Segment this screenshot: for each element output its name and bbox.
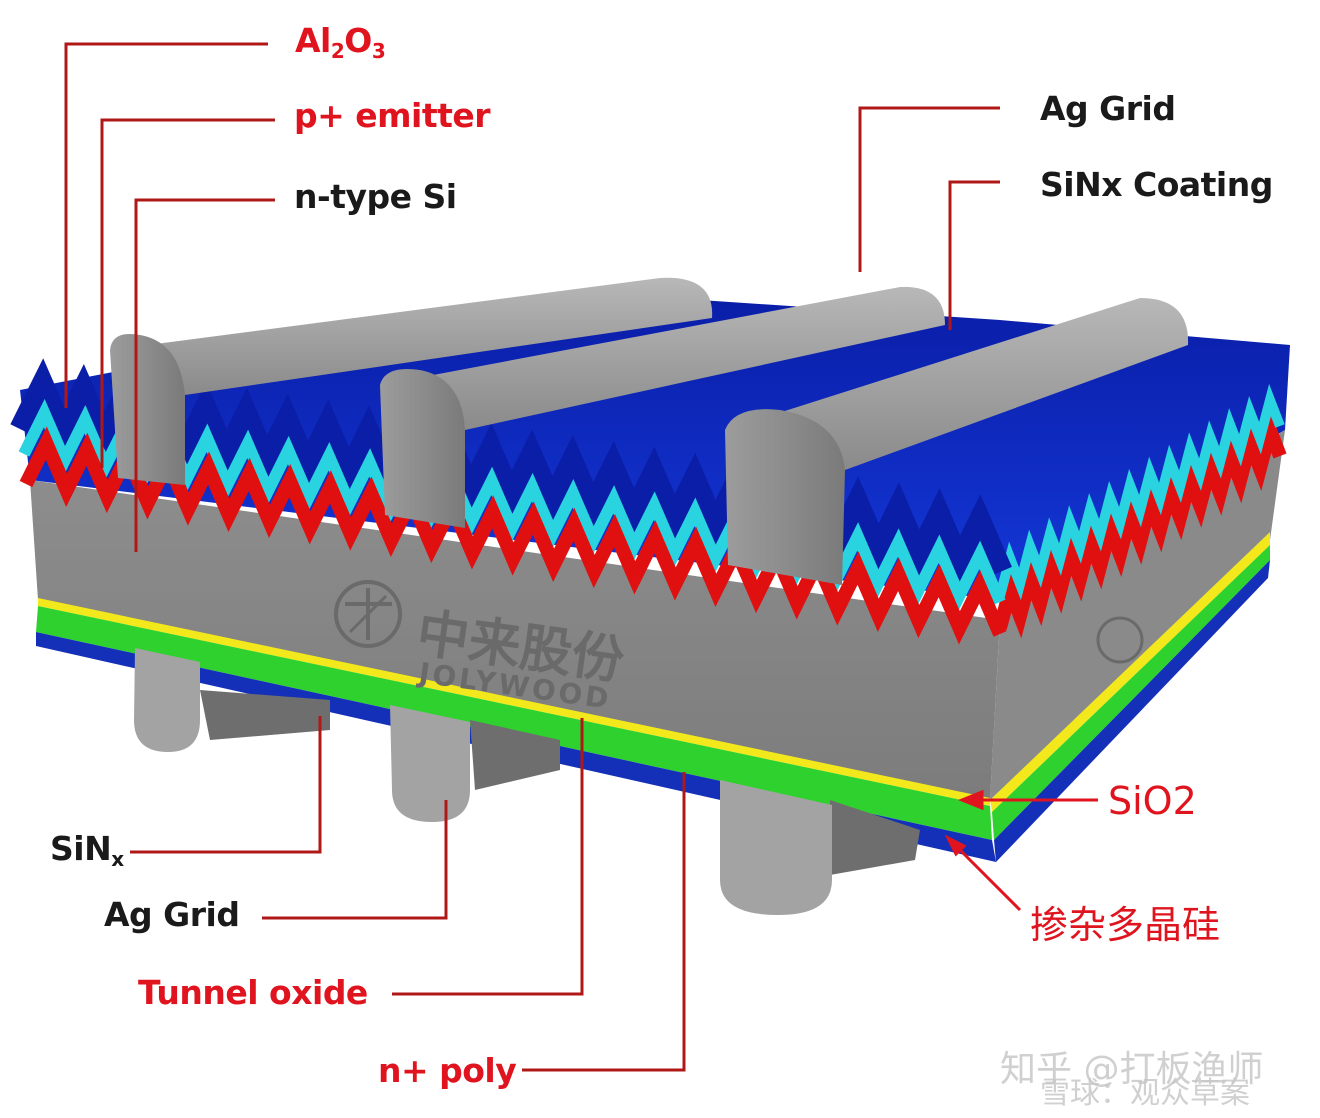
watermark-line1: 知乎 @打板渔师 — [1000, 1049, 1264, 1090]
annotation-arrows — [944, 789, 1098, 912]
label-ag-grid-top: Ag Grid — [1040, 89, 1176, 128]
front-ag-grid — [110, 277, 1189, 585]
sinx-bottom-sub: x — [111, 847, 124, 871]
label-doped-poly: 掺杂多晶硅 — [1030, 903, 1221, 947]
label-n-poly: n+ poly — [378, 1051, 517, 1090]
leader-lines — [64, 42, 1000, 1072]
al2o3-sub-3: 3 — [371, 39, 386, 63]
al2o3-text-al: Al — [295, 21, 331, 60]
rear-ag-grid — [134, 648, 920, 915]
label-ag-grid-bottom: Ag Grid — [104, 895, 240, 934]
label-sinx-coating: SiNx Coating — [1040, 165, 1273, 204]
label-sio2: SiO2 — [1108, 779, 1197, 823]
sinx-bottom-text: SiN — [50, 829, 112, 868]
label-tunnel-oxide: Tunnel oxide — [138, 973, 368, 1012]
label-n-type-si: n-type Si — [294, 177, 457, 216]
p-emitter-layer — [19, 426, 1007, 645]
al2o3-sub-2: 2 — [330, 39, 345, 63]
al2o3-text-o: O — [344, 21, 372, 60]
label-sinx-bottom: SiNx — [50, 832, 124, 869]
front-face-silicon — [30, 480, 1000, 800]
label-p-emitter: p+ emitter — [294, 96, 491, 135]
label-al2o3: Al2O3 — [295, 21, 386, 63]
watermark-line2: 雪球：观众草案 — [1040, 1076, 1250, 1111]
right-side-face — [990, 383, 1287, 862]
